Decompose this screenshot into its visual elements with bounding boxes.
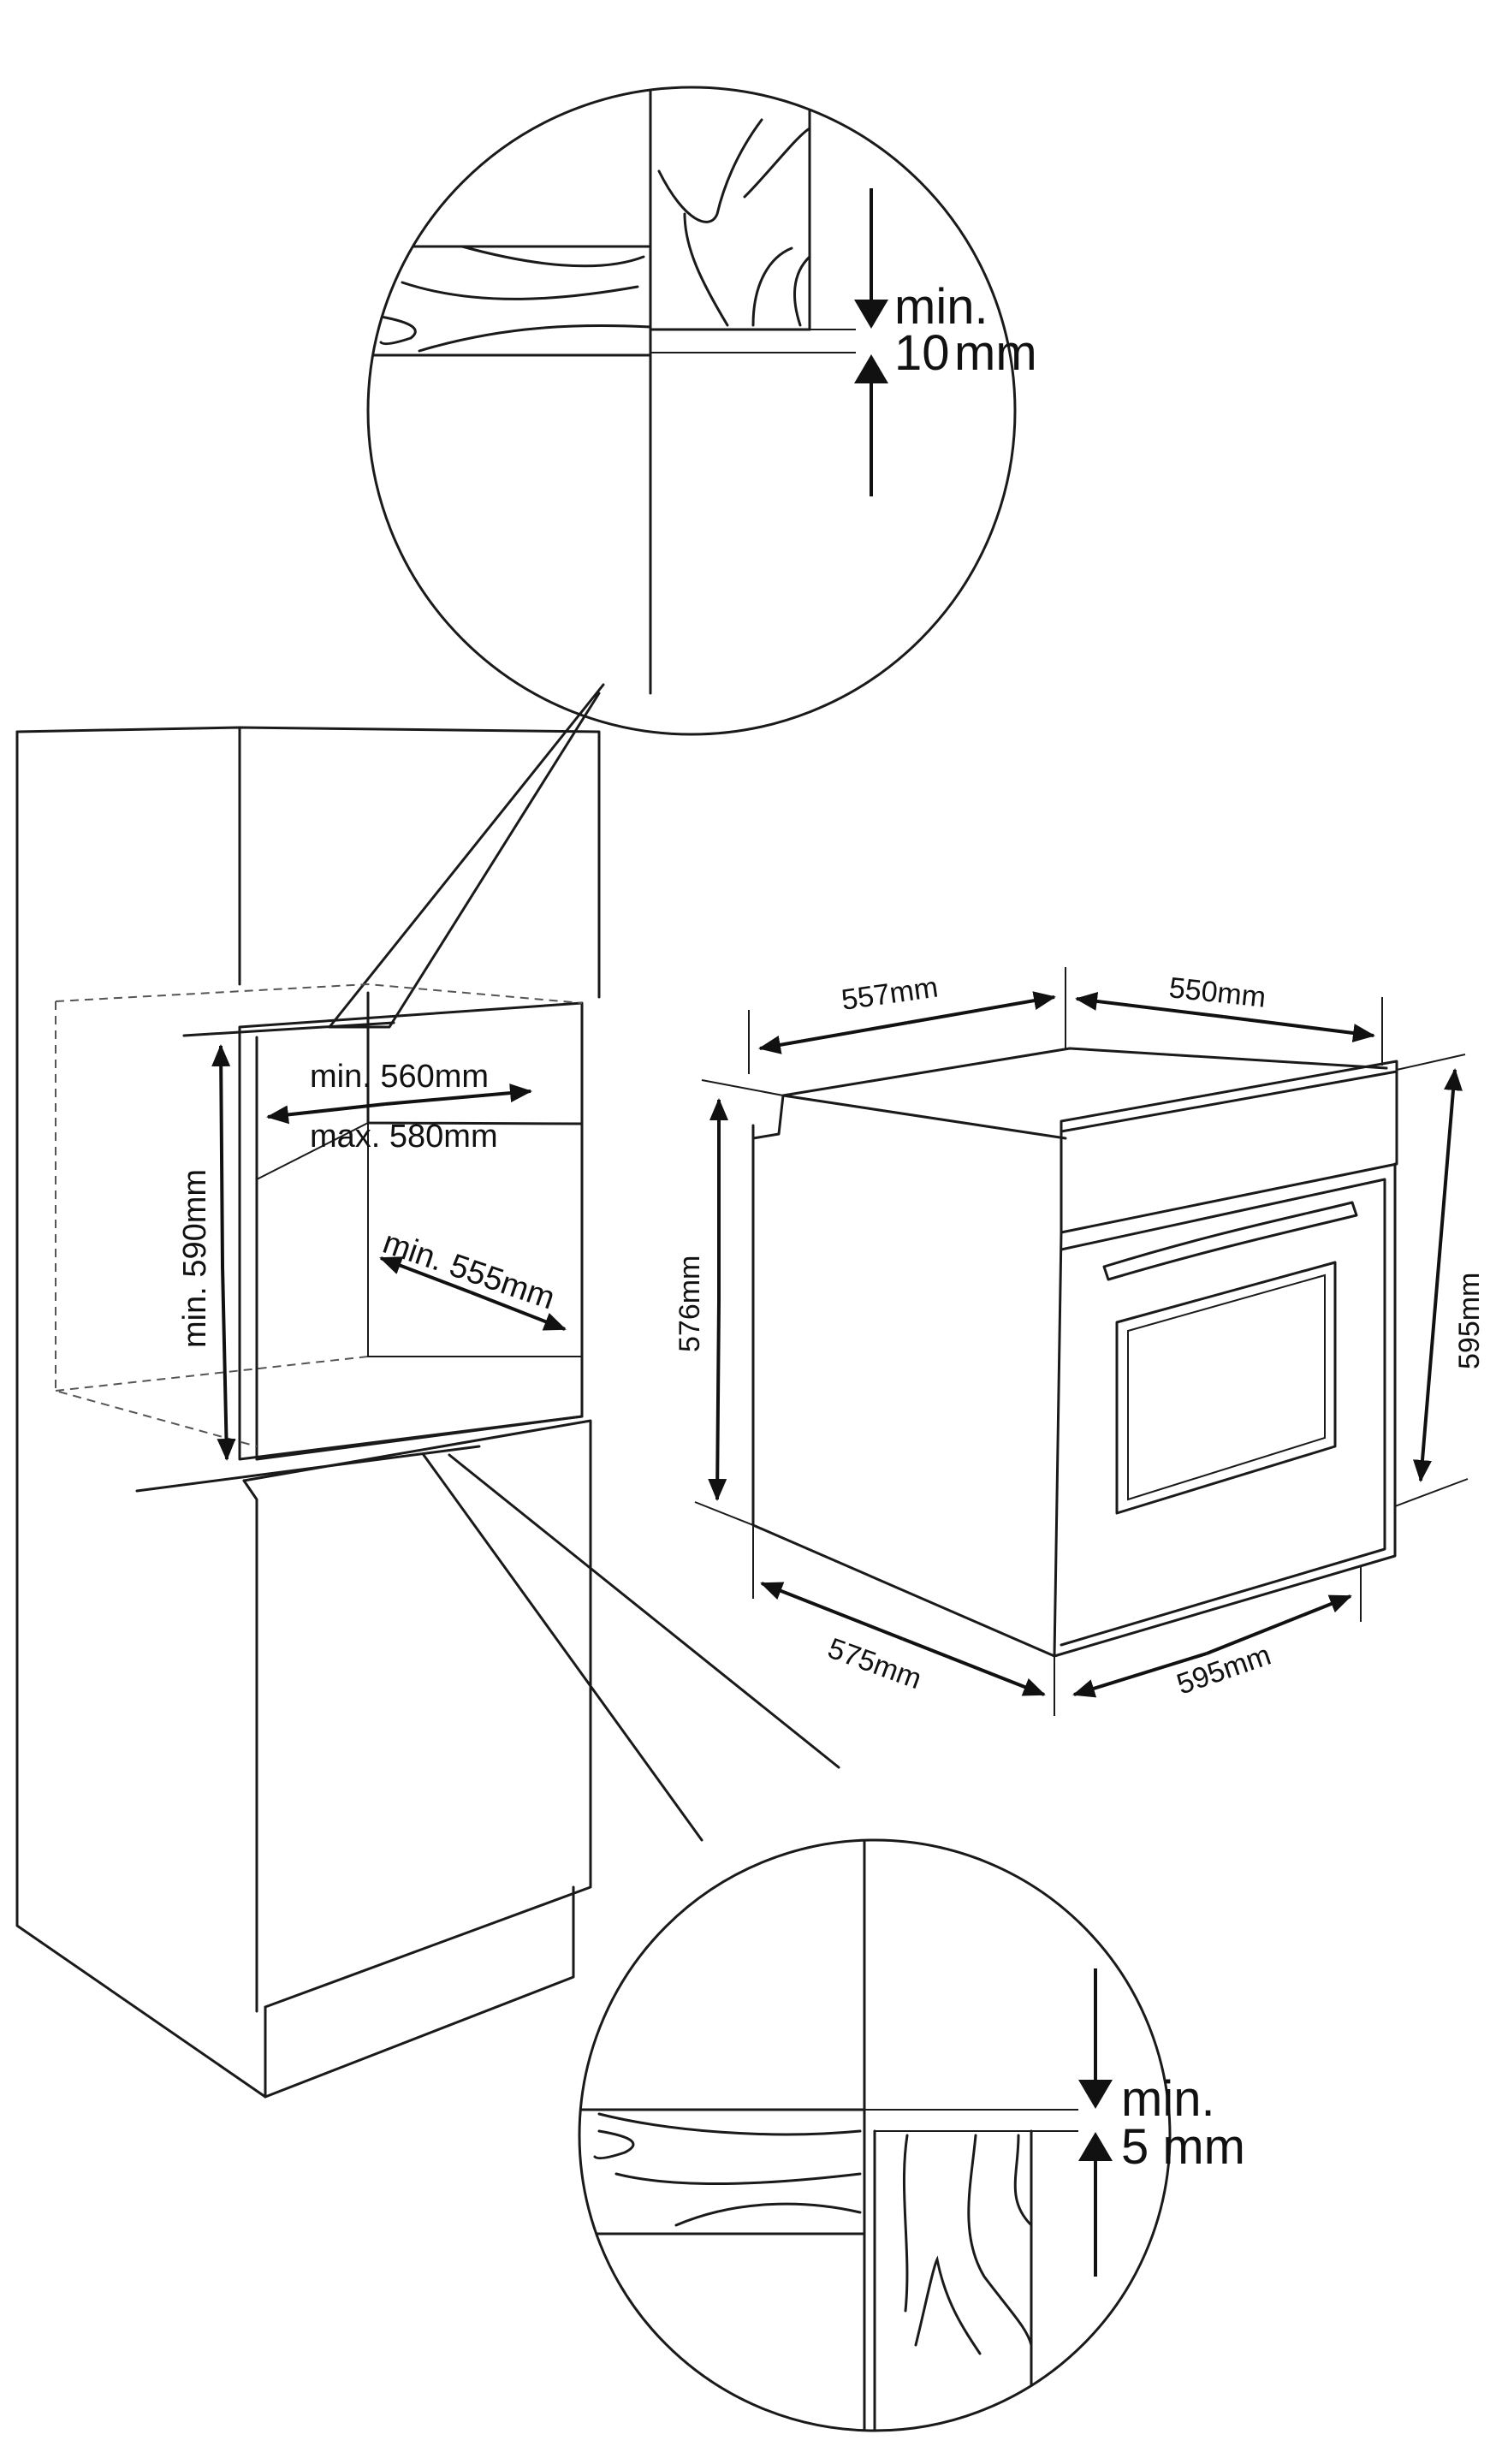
- oven-height-body-label: 576mm: [674, 1256, 706, 1352]
- bottom-detail-callout: min. 5 mm: [578, 1838, 1245, 2432]
- cabinet-drawing: [15, 726, 840, 2099]
- top-detail-callout: min. 10 mm: [328, 86, 1037, 1029]
- oven-drawing: [694, 967, 1469, 1716]
- niche-width-min-label: min. 560mm: [310, 1059, 489, 1095]
- oven-depth-top-label: 557mm: [840, 971, 941, 1017]
- top-gap-value-label: 10: [894, 325, 950, 381]
- niche-height-min-label: min. 590mm: [177, 1169, 213, 1348]
- niche-dimensions: min. 560mm max. 580mm min. 555mm min. 59…: [177, 1044, 567, 1461]
- oven-dimensions: 557mm 550mm 576mm 595mm 575mm 595mm: [674, 971, 1486, 1701]
- oven-width-top-label: 550mm: [1167, 971, 1267, 1014]
- niche-depth-min-label: min. 555mm: [378, 1225, 559, 1317]
- niche-width-max-label: max. 580mm: [310, 1119, 498, 1155]
- bottom-gap-value-label: 5 mm: [1121, 2119, 1245, 2175]
- top-gap-min-label: min.: [894, 279, 988, 335]
- bottom-gap-min-label: min.: [1121, 2071, 1215, 2127]
- top-gap-unit-label: mm: [954, 325, 1037, 381]
- oven-height-front-label: 595mm: [1453, 1273, 1486, 1369]
